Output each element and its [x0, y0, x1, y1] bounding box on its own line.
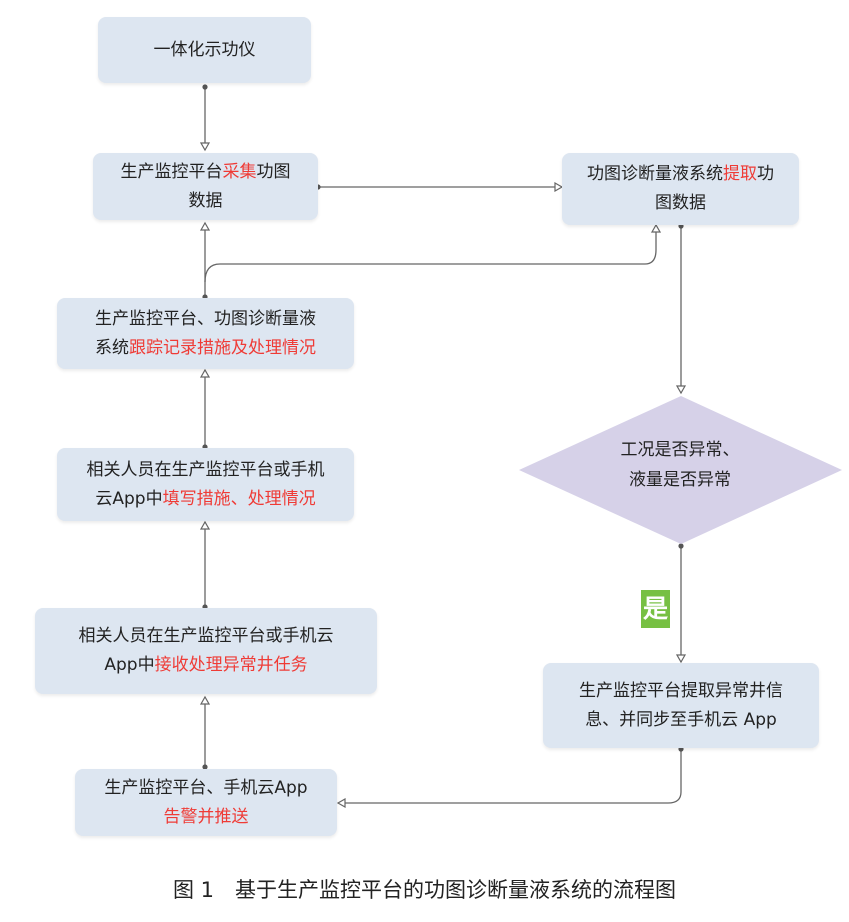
node-alarm-push: 生产监控平台、手机云App 告警并推送 [75, 769, 337, 836]
highlight-text: 接收处理异常井任务 [154, 655, 308, 675]
highlight-text: 提取 [723, 164, 757, 184]
highlight-text: 填写措施、处理情况 [162, 488, 316, 509]
highlight-text: 跟踪记录措施及处理情况 [129, 337, 316, 358]
yes-badge: 是 [641, 590, 670, 628]
node-sync-app: 生产监控平台提取异常井信 息、并同步至手机云 App [543, 663, 819, 748]
node-extract-data: 功图诊断量液系统提取功 图数据 [562, 153, 799, 225]
highlight-text: 告警并推送 [163, 806, 249, 827]
node-fill-measures: 相关人员在生产监控平台或手机 云App中填写措施、处理情况 [57, 448, 354, 521]
figure-caption: 图 1 基于生产监控平台的功图诊断量液系统的流程图 [172, 878, 677, 902]
node-collect-data: 生产监控平台采集功图 数据 [93, 153, 318, 220]
highlight-text: 采集 [222, 161, 257, 182]
arrow-sync-to-alarm [338, 749, 681, 803]
decision-label: 工况是否异常、 液量是否异常 [620, 440, 740, 490]
node-track-measures: 生产监控平台、功图诊断量液 系统跟踪记录措施及处理情况 [57, 298, 354, 369]
node-indicator: 一体化示功仪 [98, 17, 311, 83]
arrow-track-to-extract [204, 225, 656, 283]
decision-diamond [519, 396, 842, 544]
node-receive-task: 相关人员在生产监控平台或手机云 App中接收处理异常井任务 [35, 608, 377, 694]
